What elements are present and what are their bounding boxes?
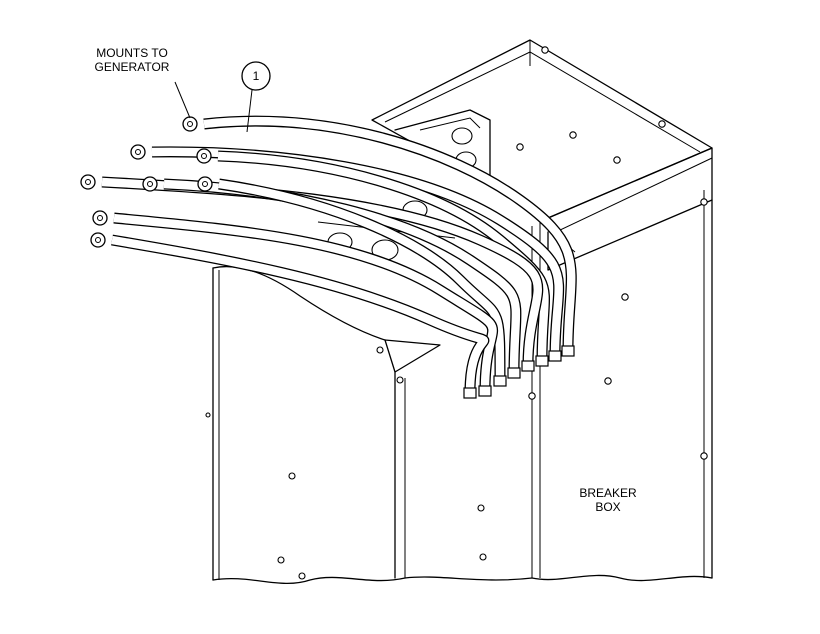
breaker-line-2: BOX [595, 500, 621, 514]
cable-3-fill [217, 151, 549, 361]
callout-1-bubble [241, 61, 271, 91]
cable-6-end-cap [493, 375, 507, 387]
cable-1-end-cap [561, 345, 575, 357]
cable-8 [90, 232, 490, 399]
cable-4-lug-hole [85, 179, 91, 185]
cable-1 [182, 115, 577, 357]
callout-leaders [174, 61, 271, 133]
cable-6-fill [218, 179, 505, 381]
mounts-line-2: GENERATOR [94, 60, 170, 74]
cable-7-fill [113, 213, 497, 391]
cable-8-fill [111, 235, 488, 393]
cable-6-lug-hole [202, 181, 208, 187]
breaker-line-1: BREAKER [579, 486, 637, 500]
cable-7-lug-hole [97, 215, 103, 221]
cable-5-lug-hole [147, 181, 153, 187]
cable-3 [196, 148, 551, 367]
cable-6 [197, 176, 507, 387]
cable-4-end-cap [521, 360, 535, 372]
cable-8-end-cap [463, 387, 477, 399]
mounts-line-1: MOUNTS TO [96, 46, 168, 60]
cable-2-end-cap [548, 350, 562, 362]
cable-1-lug-hole [187, 121, 193, 127]
mounts-to-generator-label: MOUNTS TO GENERATOR [80, 46, 184, 74]
cable-5-end-cap [507, 367, 521, 379]
cable-8-lug-hole [95, 237, 101, 243]
callout-number: 1 [252, 69, 260, 83]
cable-2-lug-hole [135, 149, 141, 155]
cable-3-end-cap [535, 355, 549, 367]
breaker-box-label: BREAKER BOX [560, 486, 656, 514]
cable-bundle [80, 115, 577, 399]
cable-3-lug-hole [201, 153, 207, 159]
cable-7-end-cap [478, 385, 492, 397]
cable-7 [92, 210, 499, 397]
cable-1-fill [203, 117, 576, 351]
